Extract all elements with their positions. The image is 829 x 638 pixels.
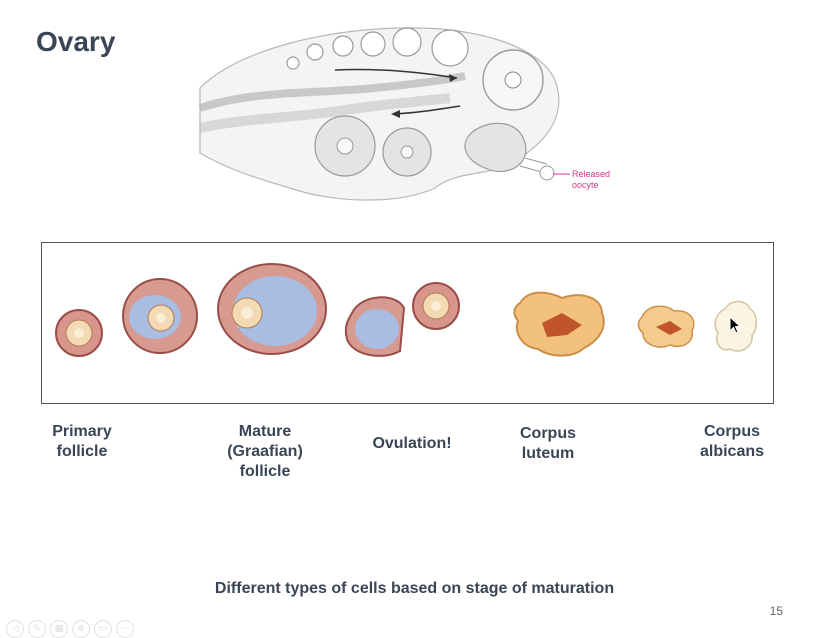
ovary-diagram: Released oocyte: [198, 27, 613, 201]
follicle-row: [286, 27, 469, 70]
secondary-follicle-image: [122, 278, 198, 354]
pen-icon[interactable]: ✎: [28, 620, 46, 638]
more-icon[interactable]: ⋯: [116, 620, 134, 638]
stage-label-ovulation: Ovulation!: [372, 435, 452, 452]
slides-icon[interactable]: ▦: [50, 620, 68, 638]
corpus-luteum-image: [513, 291, 605, 357]
slide-title: Ovary: [36, 26, 116, 57]
stages-panel: [41, 242, 774, 404]
page-number: 15: [769, 604, 783, 618]
primary-follicle-image: [55, 309, 103, 357]
previous-icon[interactable]: ◁: [6, 620, 24, 638]
corpus-albicans-small-image: [637, 305, 695, 348]
stage-label-primary: Primary follicle: [52, 423, 112, 460]
mouse-cursor-icon: [729, 316, 741, 334]
released-oocyte-label: Released oocyte: [572, 169, 613, 190]
ovulation-image: [344, 282, 460, 357]
stage-label-mature: Mature (Graafian) follicle: [227, 423, 303, 480]
stage-label-luteum: Corpus luteum: [520, 425, 576, 462]
slide-caption: Different types of cells based on stage …: [214, 580, 615, 597]
presenter-toolbar: ◁ ✎ ▦ ⊕ ▭ ⋯: [6, 620, 134, 638]
ovulation-burst: [519, 157, 555, 181]
subtitles-icon[interactable]: ▭: [94, 620, 112, 638]
arrow-right: [334, 68, 458, 79]
mature-follicle-image: [217, 263, 327, 355]
stage-label-albicans: Corpus albicans: [699, 423, 765, 460]
zoom-icon[interactable]: ⊕: [72, 620, 90, 638]
